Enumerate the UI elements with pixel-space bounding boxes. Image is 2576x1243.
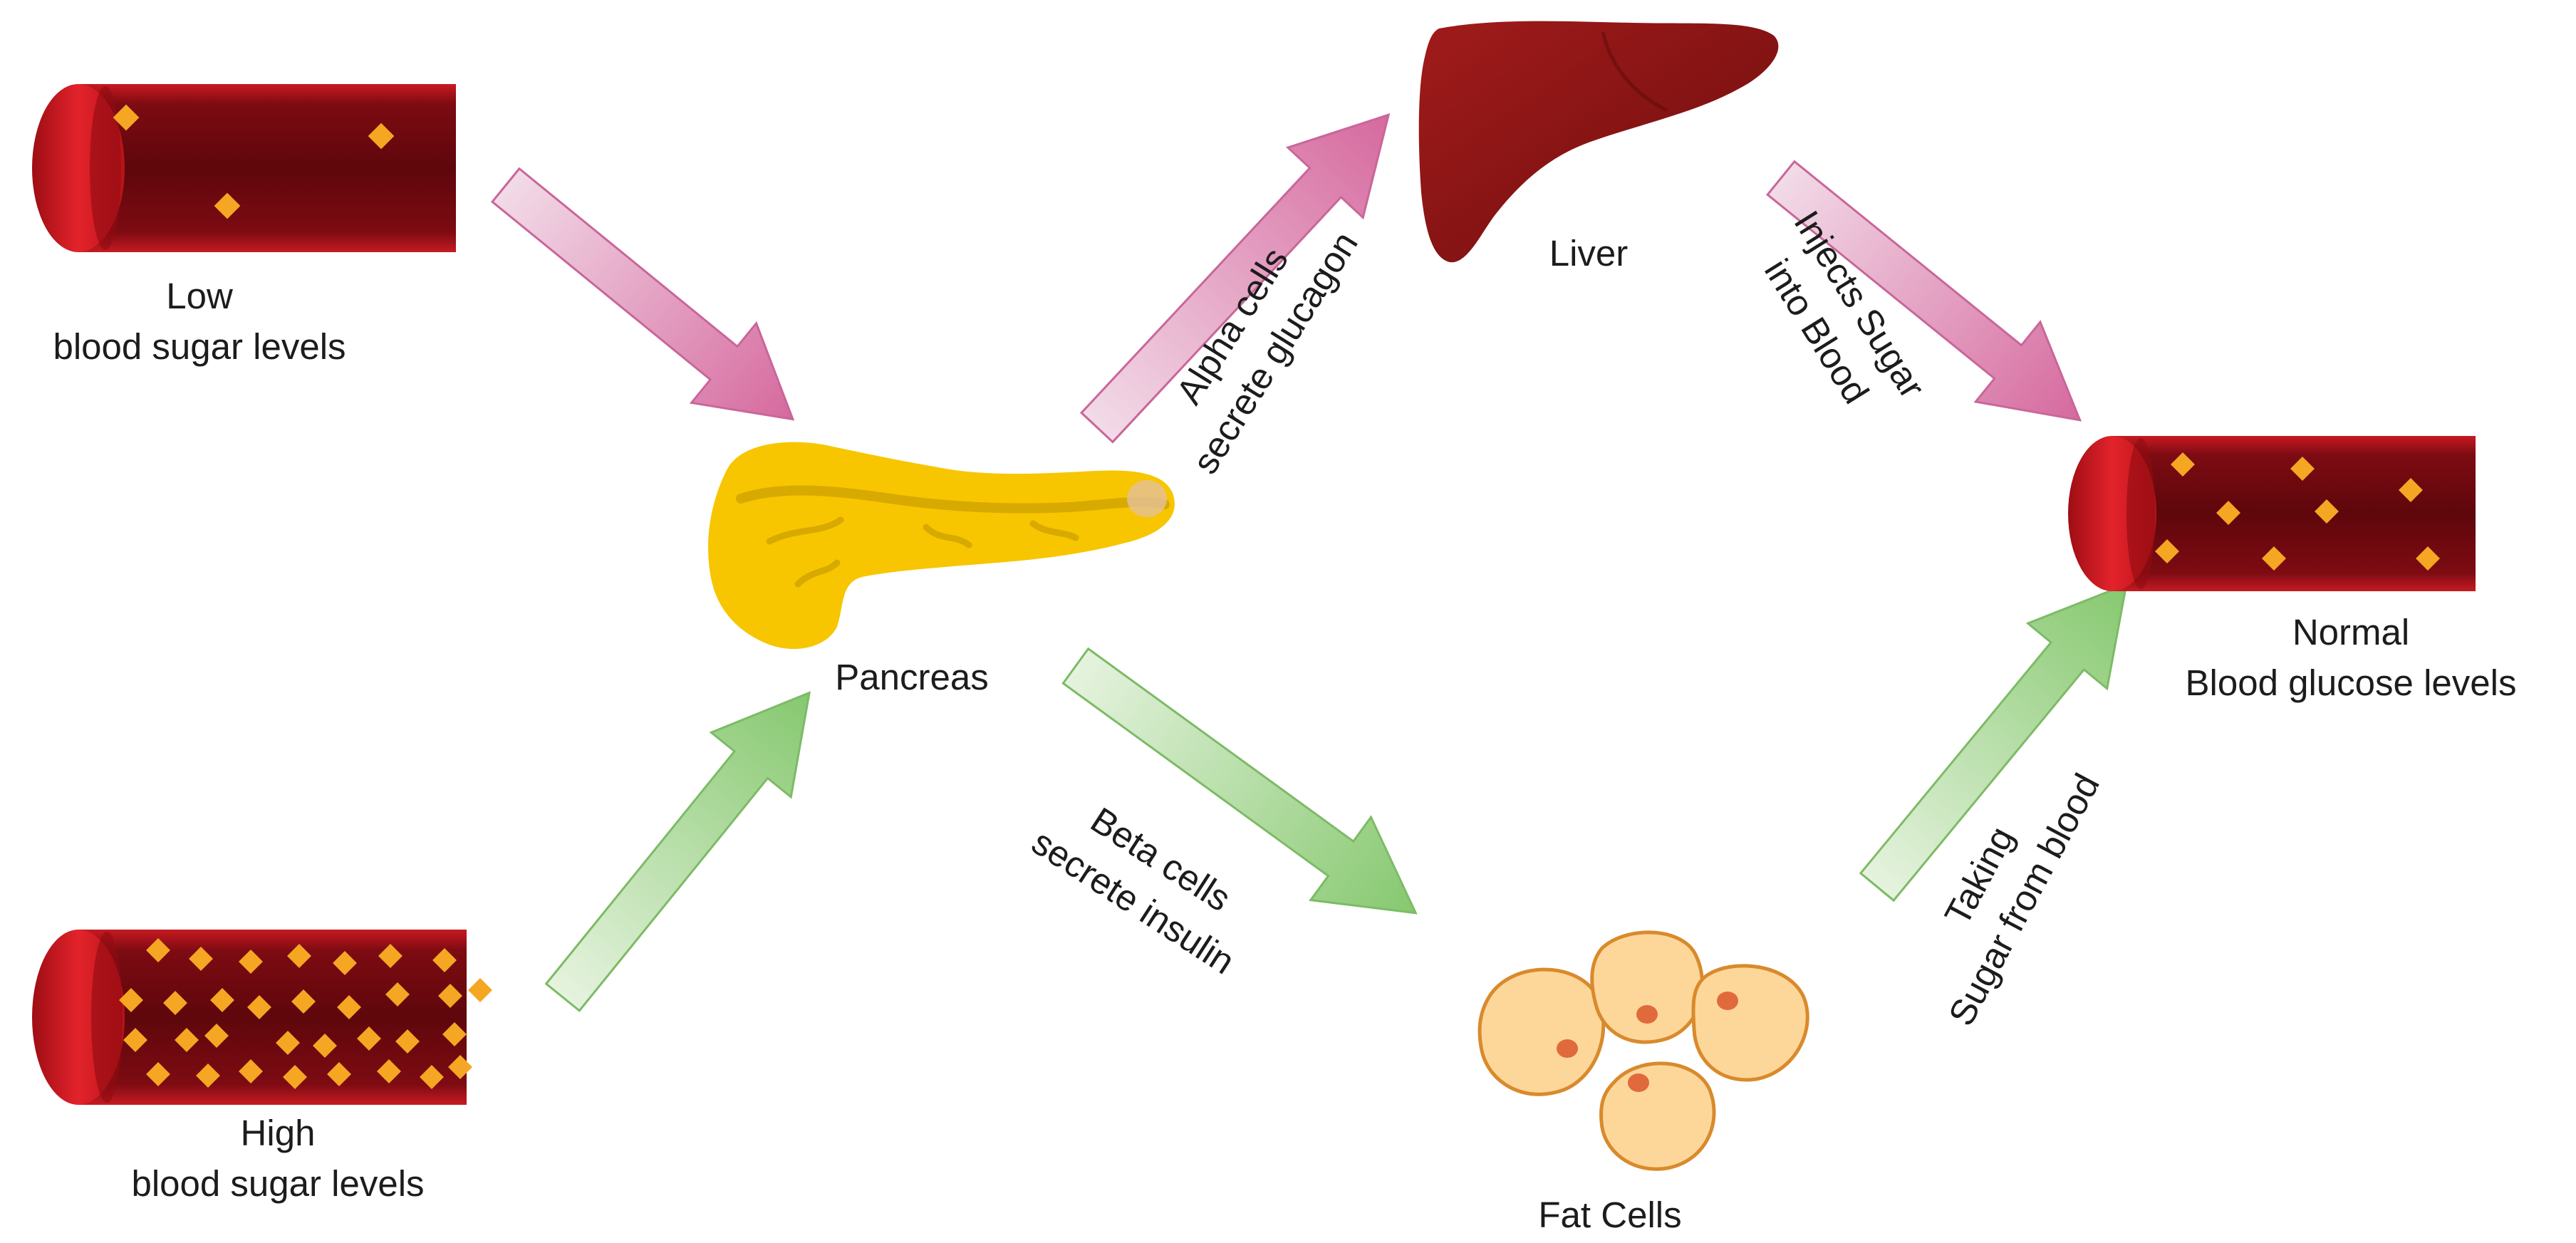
vessel-low <box>32 84 456 252</box>
vessel-high <box>32 930 492 1105</box>
label-high-line2: blood sugar levels <box>131 1163 425 1205</box>
arrow-pancreas-to-liver <box>1079 113 1391 444</box>
fat-cells <box>1477 930 1809 1171</box>
arrow-high-to-pancreas <box>544 691 811 1012</box>
sugar-particles-high <box>119 938 492 1089</box>
label-normal-blood-glucose: Normal Blood glucose levels <box>2134 607 2568 709</box>
label-low-line2: blood sugar levels <box>53 326 346 368</box>
liver <box>1418 21 1779 263</box>
fat-cell <box>1599 1061 1716 1171</box>
fat-cell <box>1590 930 1705 1044</box>
label-low-blood-sugar: Low blood sugar levels <box>14 271 385 373</box>
arrow-liver-to-normal <box>1766 160 2082 422</box>
label-low-line1: Low <box>166 276 233 316</box>
label-fat-cells: Fat Cells <box>1538 1195 1682 1235</box>
fat-cell <box>1691 964 1809 1082</box>
label-high-blood-sugar: High blood sugar levels <box>85 1108 470 1210</box>
arrow-fat-cells-to-normal <box>1859 583 2128 903</box>
pancreas <box>708 442 1175 650</box>
sugar-particles-low <box>113 104 395 219</box>
arrow-pancreas-to-fat-cells <box>1061 647 1418 915</box>
label-liver: Liver <box>1549 233 1629 274</box>
arrow-low-to-pancreas <box>490 167 795 421</box>
label-high-line1: High <box>240 1113 316 1153</box>
label-pancreas: Pancreas <box>835 657 989 697</box>
fat-cell <box>1477 967 1606 1096</box>
label-normal-line2: Blood glucose levels <box>2185 662 2517 704</box>
label-normal-line1: Normal <box>2292 612 2410 652</box>
vessel-normal <box>2068 436 2476 591</box>
